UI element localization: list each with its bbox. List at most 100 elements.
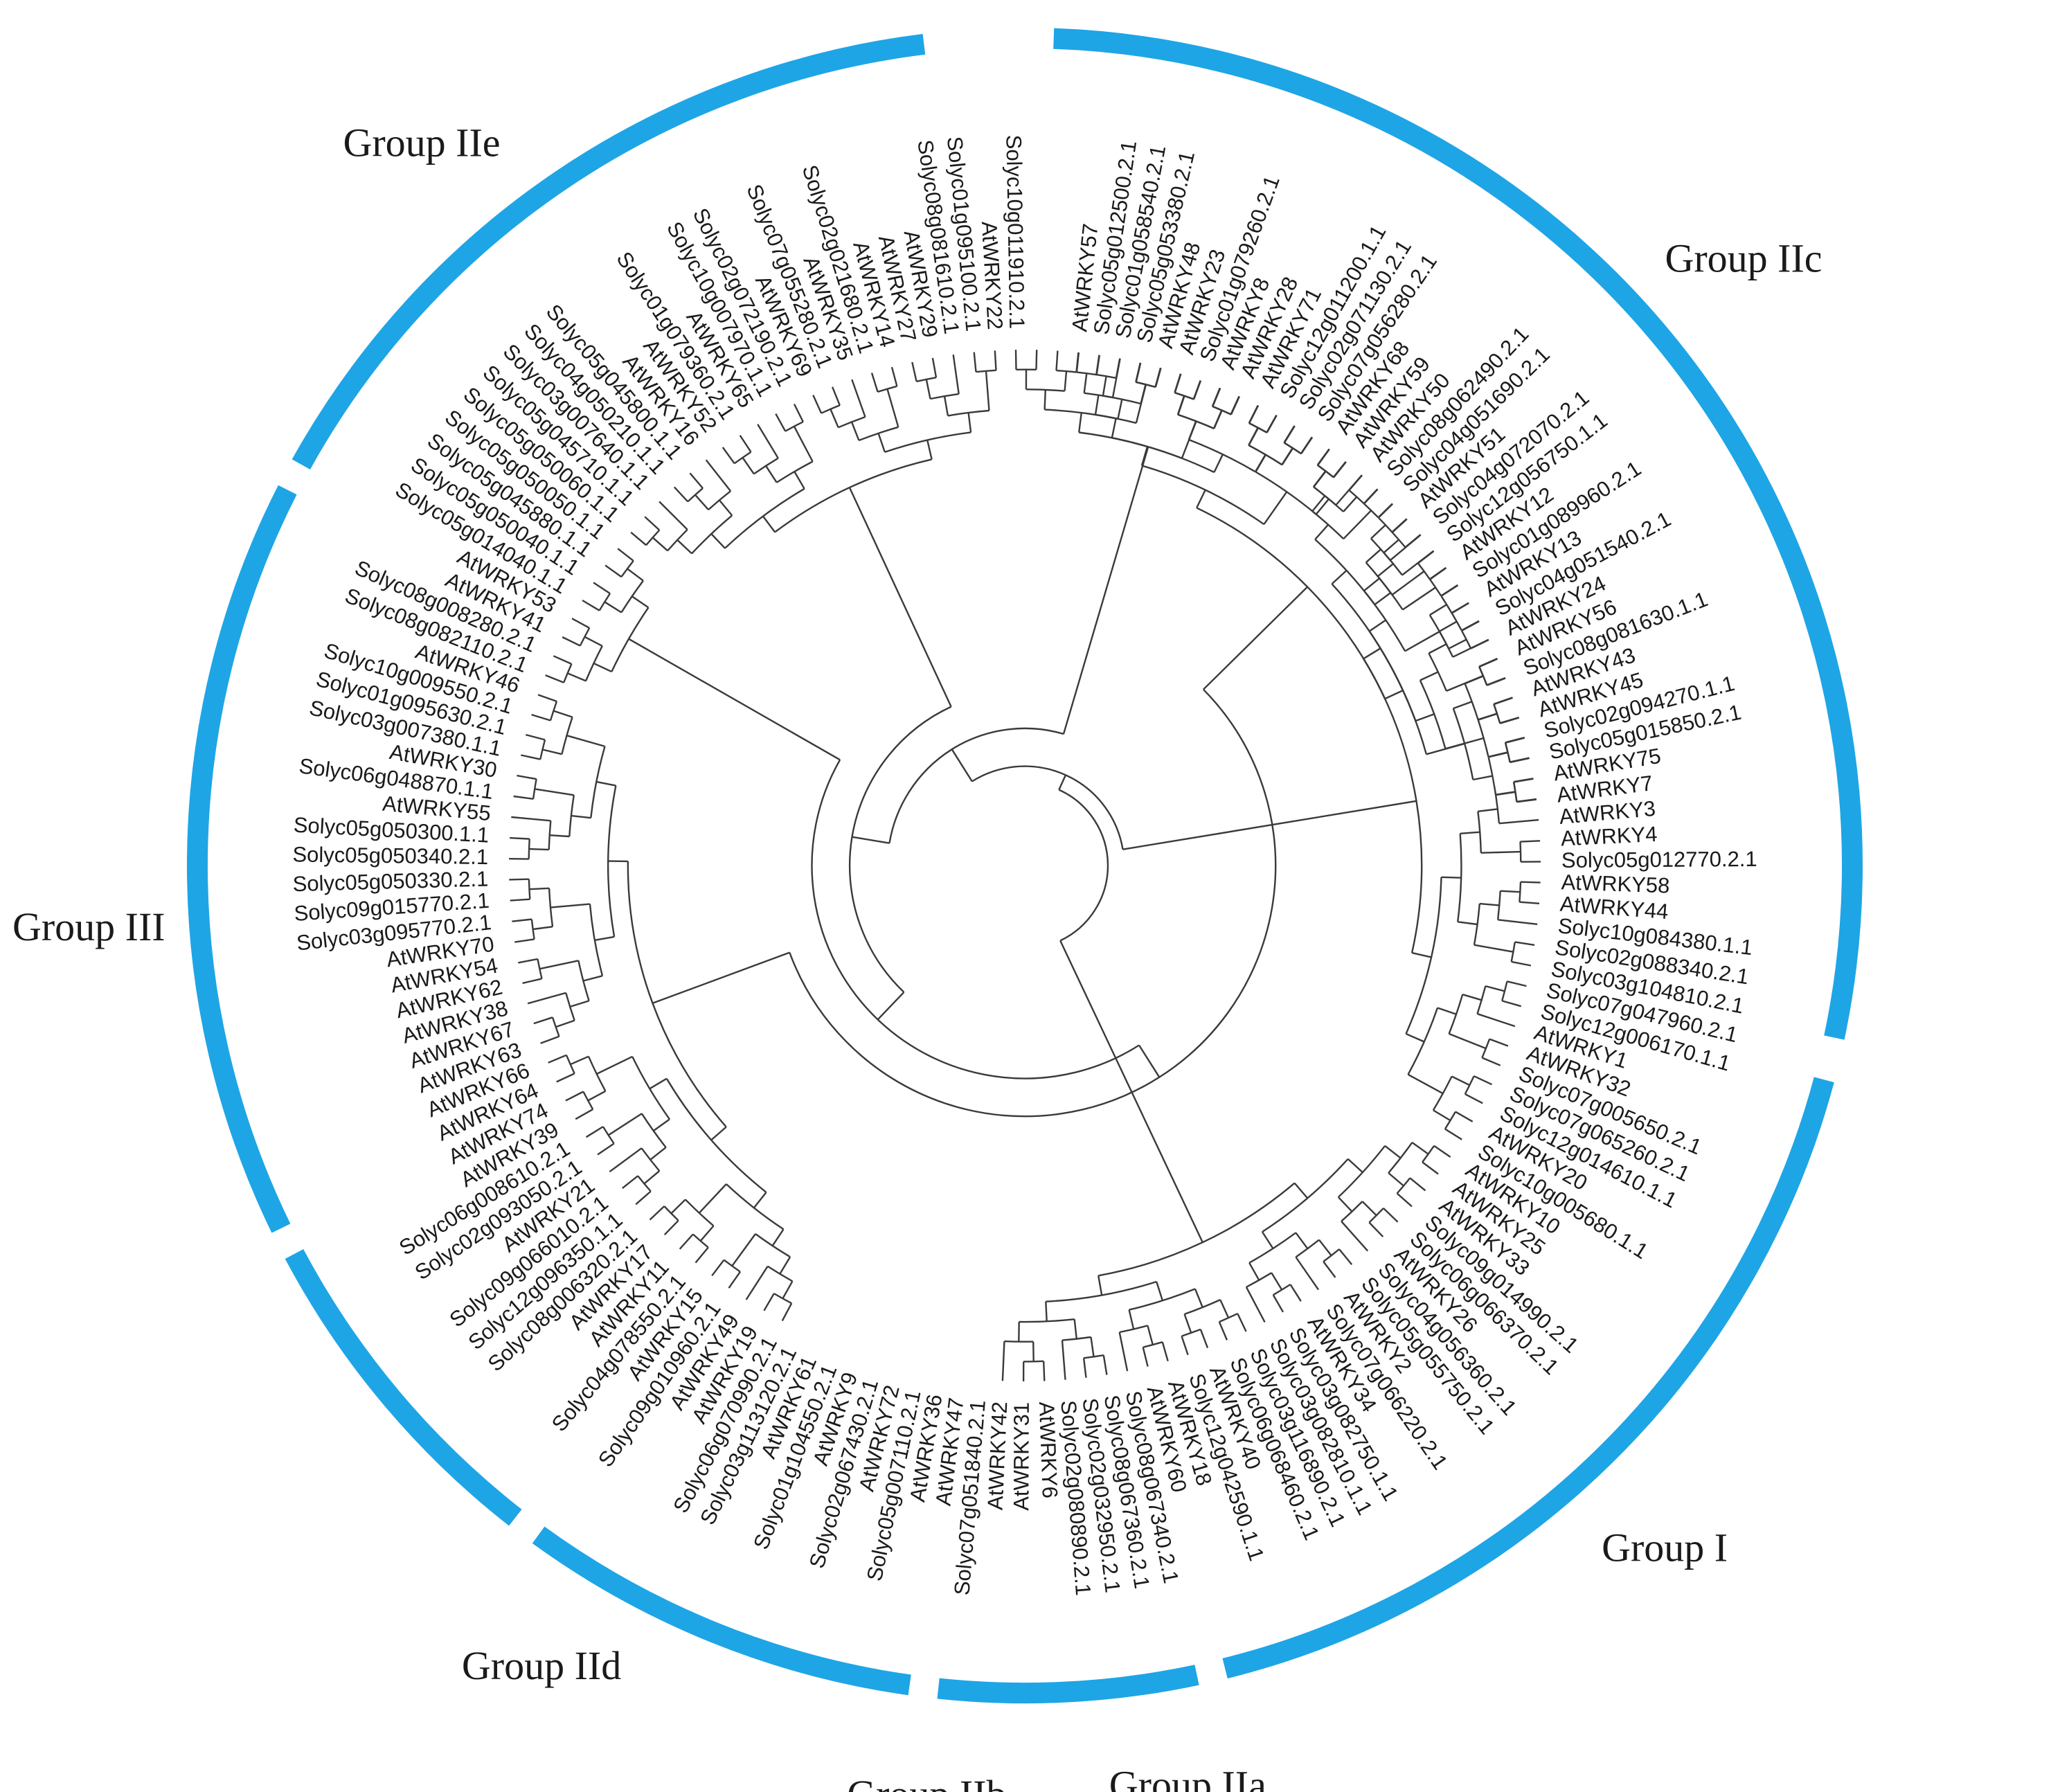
branch-radial-293 <box>911 361 917 382</box>
branch-radial-281 <box>831 386 841 406</box>
branch-radial-402 <box>1510 757 1530 763</box>
branch-arc-226 <box>579 627 591 647</box>
branch-radial-169 <box>582 975 603 982</box>
branch-radial-257 <box>689 472 704 489</box>
branch-radial-142 <box>653 1118 670 1132</box>
leaf-labels: AtWRKY57Solyc05g012500.2.1Solyc01g058540… <box>292 134 1757 1596</box>
branch-radial-428 <box>1498 919 1538 925</box>
branch-radial-478 <box>1383 1208 1399 1223</box>
branch-radial-144 <box>650 1147 667 1161</box>
branch-arc-301 <box>1079 431 1215 474</box>
branch-arc-303 <box>1044 409 1118 420</box>
branch-radial-505 <box>1237 1313 1247 1332</box>
branch-radial-338 <box>1248 427 1259 446</box>
branch-radial-373 <box>1401 550 1435 576</box>
branch-radial-457 <box>1444 1128 1462 1140</box>
branch-arc-170 <box>577 960 590 1001</box>
branch-arc-434 <box>1407 1007 1439 1075</box>
branch-arc-240 <box>774 458 932 533</box>
branch-radial-5 <box>852 836 890 844</box>
branch-radial-310 <box>1064 371 1068 391</box>
branch-arc-459 <box>1098 1182 1296 1277</box>
branch-arc-86 <box>1460 630 1472 649</box>
branch-arc-277 <box>838 415 866 429</box>
branch-radial-203 <box>535 788 574 796</box>
branch-radial-334 <box>1211 387 1221 407</box>
branch-arc-145 <box>641 1147 661 1172</box>
branch-arc-404 <box>1405 877 1442 1034</box>
branch-radial-454 <box>1433 1109 1451 1122</box>
branch-arc-366 <box>1377 575 1404 611</box>
leaf-label: AtWRKY42 <box>983 1401 1012 1510</box>
branch-radial-324 <box>1213 454 1224 473</box>
branch-arc-120 <box>767 1265 793 1282</box>
branch-radial-439 <box>1485 985 1505 992</box>
branch-radial-79 <box>1404 631 1440 652</box>
branch-radial-11 <box>1203 586 1308 690</box>
branch-radial-207 <box>566 735 605 748</box>
group-arc-iid <box>285 1248 522 1526</box>
branch-radial-123 <box>781 1302 793 1322</box>
branch-arc-425 <box>1519 881 1522 902</box>
branch-radial-221 <box>567 672 586 682</box>
branch-radial-184 <box>532 926 553 931</box>
branch-radial-151 <box>608 1113 643 1136</box>
branch-radial-217 <box>628 638 841 761</box>
branch-arc-337 <box>1248 444 1282 466</box>
branch-radial-135 <box>679 1233 694 1250</box>
branch-radial-19 <box>1094 395 1100 415</box>
group-label-iid: Group IId <box>462 1643 621 1688</box>
branch-radial-331 <box>1192 380 1201 400</box>
branch-arc-260 <box>776 460 814 483</box>
branch-radial-352 <box>1314 523 1329 540</box>
branch-radial-140 <box>649 1077 668 1090</box>
branch-arc-385 <box>1451 612 1462 631</box>
branch-radial-319 <box>1115 358 1121 379</box>
branch-radial-81 <box>1429 604 1447 616</box>
branch-radial-190 <box>510 898 530 902</box>
branch-radial-525 <box>1082 1358 1087 1378</box>
branch-radial-128 <box>728 1271 741 1289</box>
branch-radial-458 <box>1059 940 1203 1243</box>
branch-radial-181 <box>518 958 538 964</box>
branch-radial-336 <box>1254 454 1266 472</box>
branch-radial-298 <box>973 352 977 373</box>
branch-radial-125 <box>745 1266 769 1300</box>
branch-radial-403 <box>1411 951 1432 958</box>
branch-radial-358 <box>1316 448 1330 466</box>
branch-radial-294 <box>931 357 938 378</box>
branch-radial-499 <box>1156 1281 1164 1301</box>
branch-radial-239 <box>848 487 952 708</box>
branch-radial-247 <box>652 537 668 552</box>
branch-radial-345 <box>1300 436 1313 454</box>
branch-radial-139 <box>649 1206 665 1221</box>
branch-arc-82 <box>1440 595 1453 614</box>
branch-radial-70 <box>1370 524 1386 539</box>
branch-radial-452 <box>1474 1075 1493 1086</box>
branch-arc-400 <box>1504 742 1511 762</box>
branch-radial-496 <box>1245 1287 1266 1323</box>
branch-arc-383 <box>1438 631 1454 658</box>
branch-radial-517 <box>1118 1332 1129 1372</box>
branch-radial-367 <box>1377 563 1394 577</box>
branch-radial-124 <box>763 1293 775 1311</box>
branch-radial-387 <box>1461 620 1480 631</box>
branch-arc-370 <box>1391 531 1406 548</box>
group-label-iia: Group IIa <box>1109 1763 1266 1792</box>
branch-radial-280 <box>812 395 823 414</box>
branch-arc-347 <box>1363 658 1423 953</box>
branch-arc-463 <box>1337 1145 1386 1198</box>
branch-arc-275 <box>858 426 899 442</box>
branch-radial-392 <box>1486 677 1506 686</box>
branch-radial-312 <box>1055 350 1059 371</box>
branch-arc-232 <box>598 593 611 611</box>
branch-radial-492 <box>1271 1272 1283 1291</box>
branch-radial-377 <box>1440 584 1458 597</box>
branch-radial-249 <box>630 531 647 546</box>
branch-radial-474 <box>1337 1197 1353 1212</box>
branch-radial-342 <box>1281 447 1293 465</box>
branch-radial-75 <box>1391 571 1425 595</box>
branch-radial-469 <box>1422 1161 1439 1175</box>
branch-radial-344 <box>1283 425 1296 443</box>
